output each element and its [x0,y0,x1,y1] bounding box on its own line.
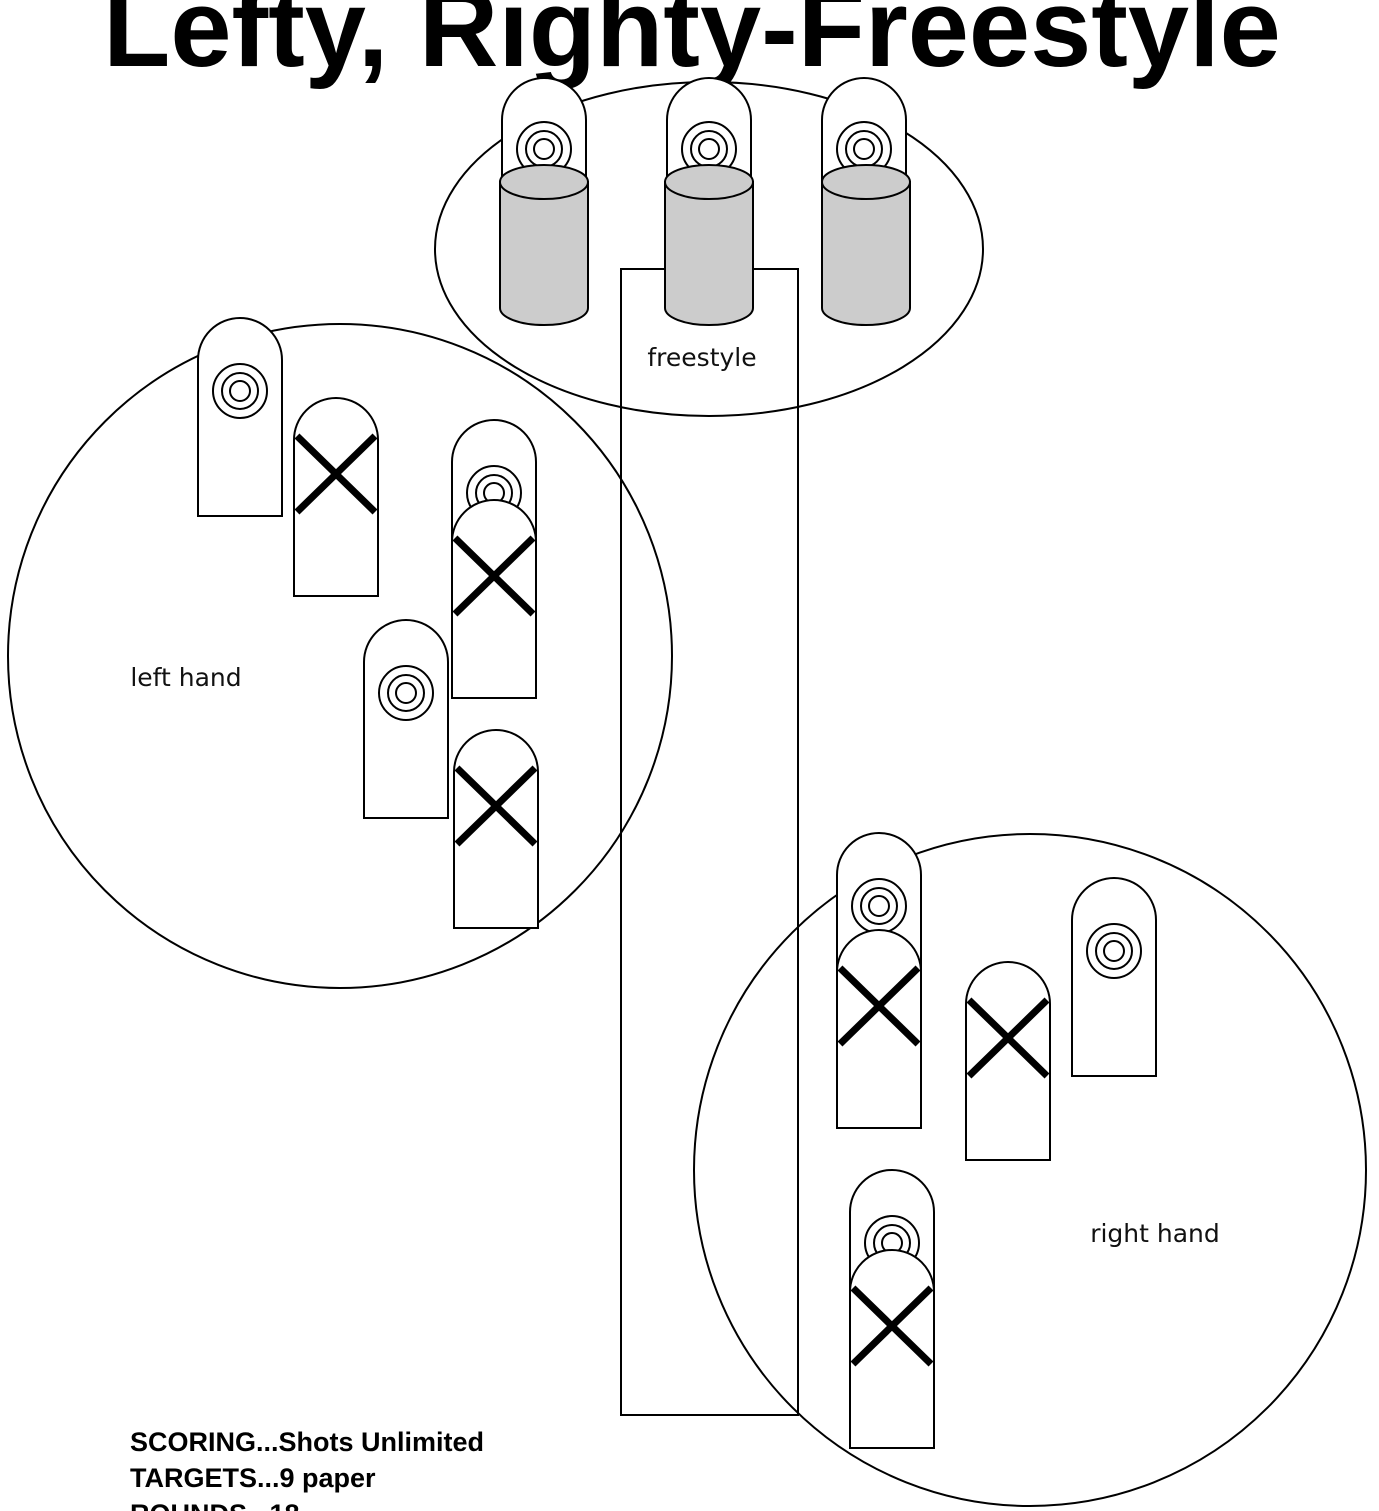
target-ring [387,674,425,712]
zone-label-left-hand: left hand [130,663,241,692]
target-outline [293,397,379,597]
barrel-icon [664,164,754,326]
target-ring [229,380,251,402]
paper-target-icon [363,619,449,819]
barrel-top [499,164,589,200]
target-ring [1086,923,1142,979]
shooting-lane-box [620,268,799,1416]
x-mark-stroke [850,1285,934,1367]
left-hand-area-circle [7,323,673,989]
target-ring [1103,940,1125,962]
target-ring [1095,932,1133,970]
no-shoot-target-icon [453,729,539,929]
x-mark-stroke [294,433,378,515]
x-mark-stroke [454,765,538,847]
barrel-side [664,181,754,326]
barrel-side [821,181,911,326]
zone-label-freestyle: freestyle [647,343,756,372]
target-outline [849,1249,935,1449]
target-ring [860,887,898,925]
right-hand-area-circle [693,833,1367,1507]
no-shoot-target-icon [836,929,922,1129]
no-shoot-target-icon [451,499,537,699]
no-shoot-targets-group [293,397,1051,1449]
barrel-top [821,164,911,200]
target-ring [853,138,875,160]
barrel-side [499,181,589,326]
target-outline [836,929,922,1129]
targets-line: TARGETS...9 paper [130,1463,376,1493]
no-shoot-target-icon [293,397,379,597]
no-shoot-target-icon [965,961,1051,1161]
target-ring [698,138,720,160]
paper-target-icon [1071,877,1157,1077]
target-outline [965,961,1051,1161]
barrel-icon [499,164,589,326]
zone-label-right-hand: right hand [1090,1219,1220,1248]
barrel-top [664,164,754,200]
x-mark-stroke [837,965,921,1047]
target-ring [868,895,890,917]
x-mark-stroke [452,535,536,617]
target-outline [453,729,539,929]
page-title: Lefty, Righty-Freestyle [103,0,1281,90]
rounds-line: ROUNDS...18 [130,1499,300,1511]
target-outline [451,499,537,699]
target-ring [378,665,434,721]
x-mark-stroke [966,997,1050,1079]
target-ring [395,682,417,704]
paper-target-icon [197,317,283,517]
barrels-group [499,164,911,326]
scoring-line: SCORING...Shots Unlimited [130,1427,484,1457]
target-ring [221,372,259,410]
target-ring [212,363,268,419]
no-shoot-target-icon [849,1249,935,1449]
barrel-icon [821,164,911,326]
target-ring [533,138,555,160]
